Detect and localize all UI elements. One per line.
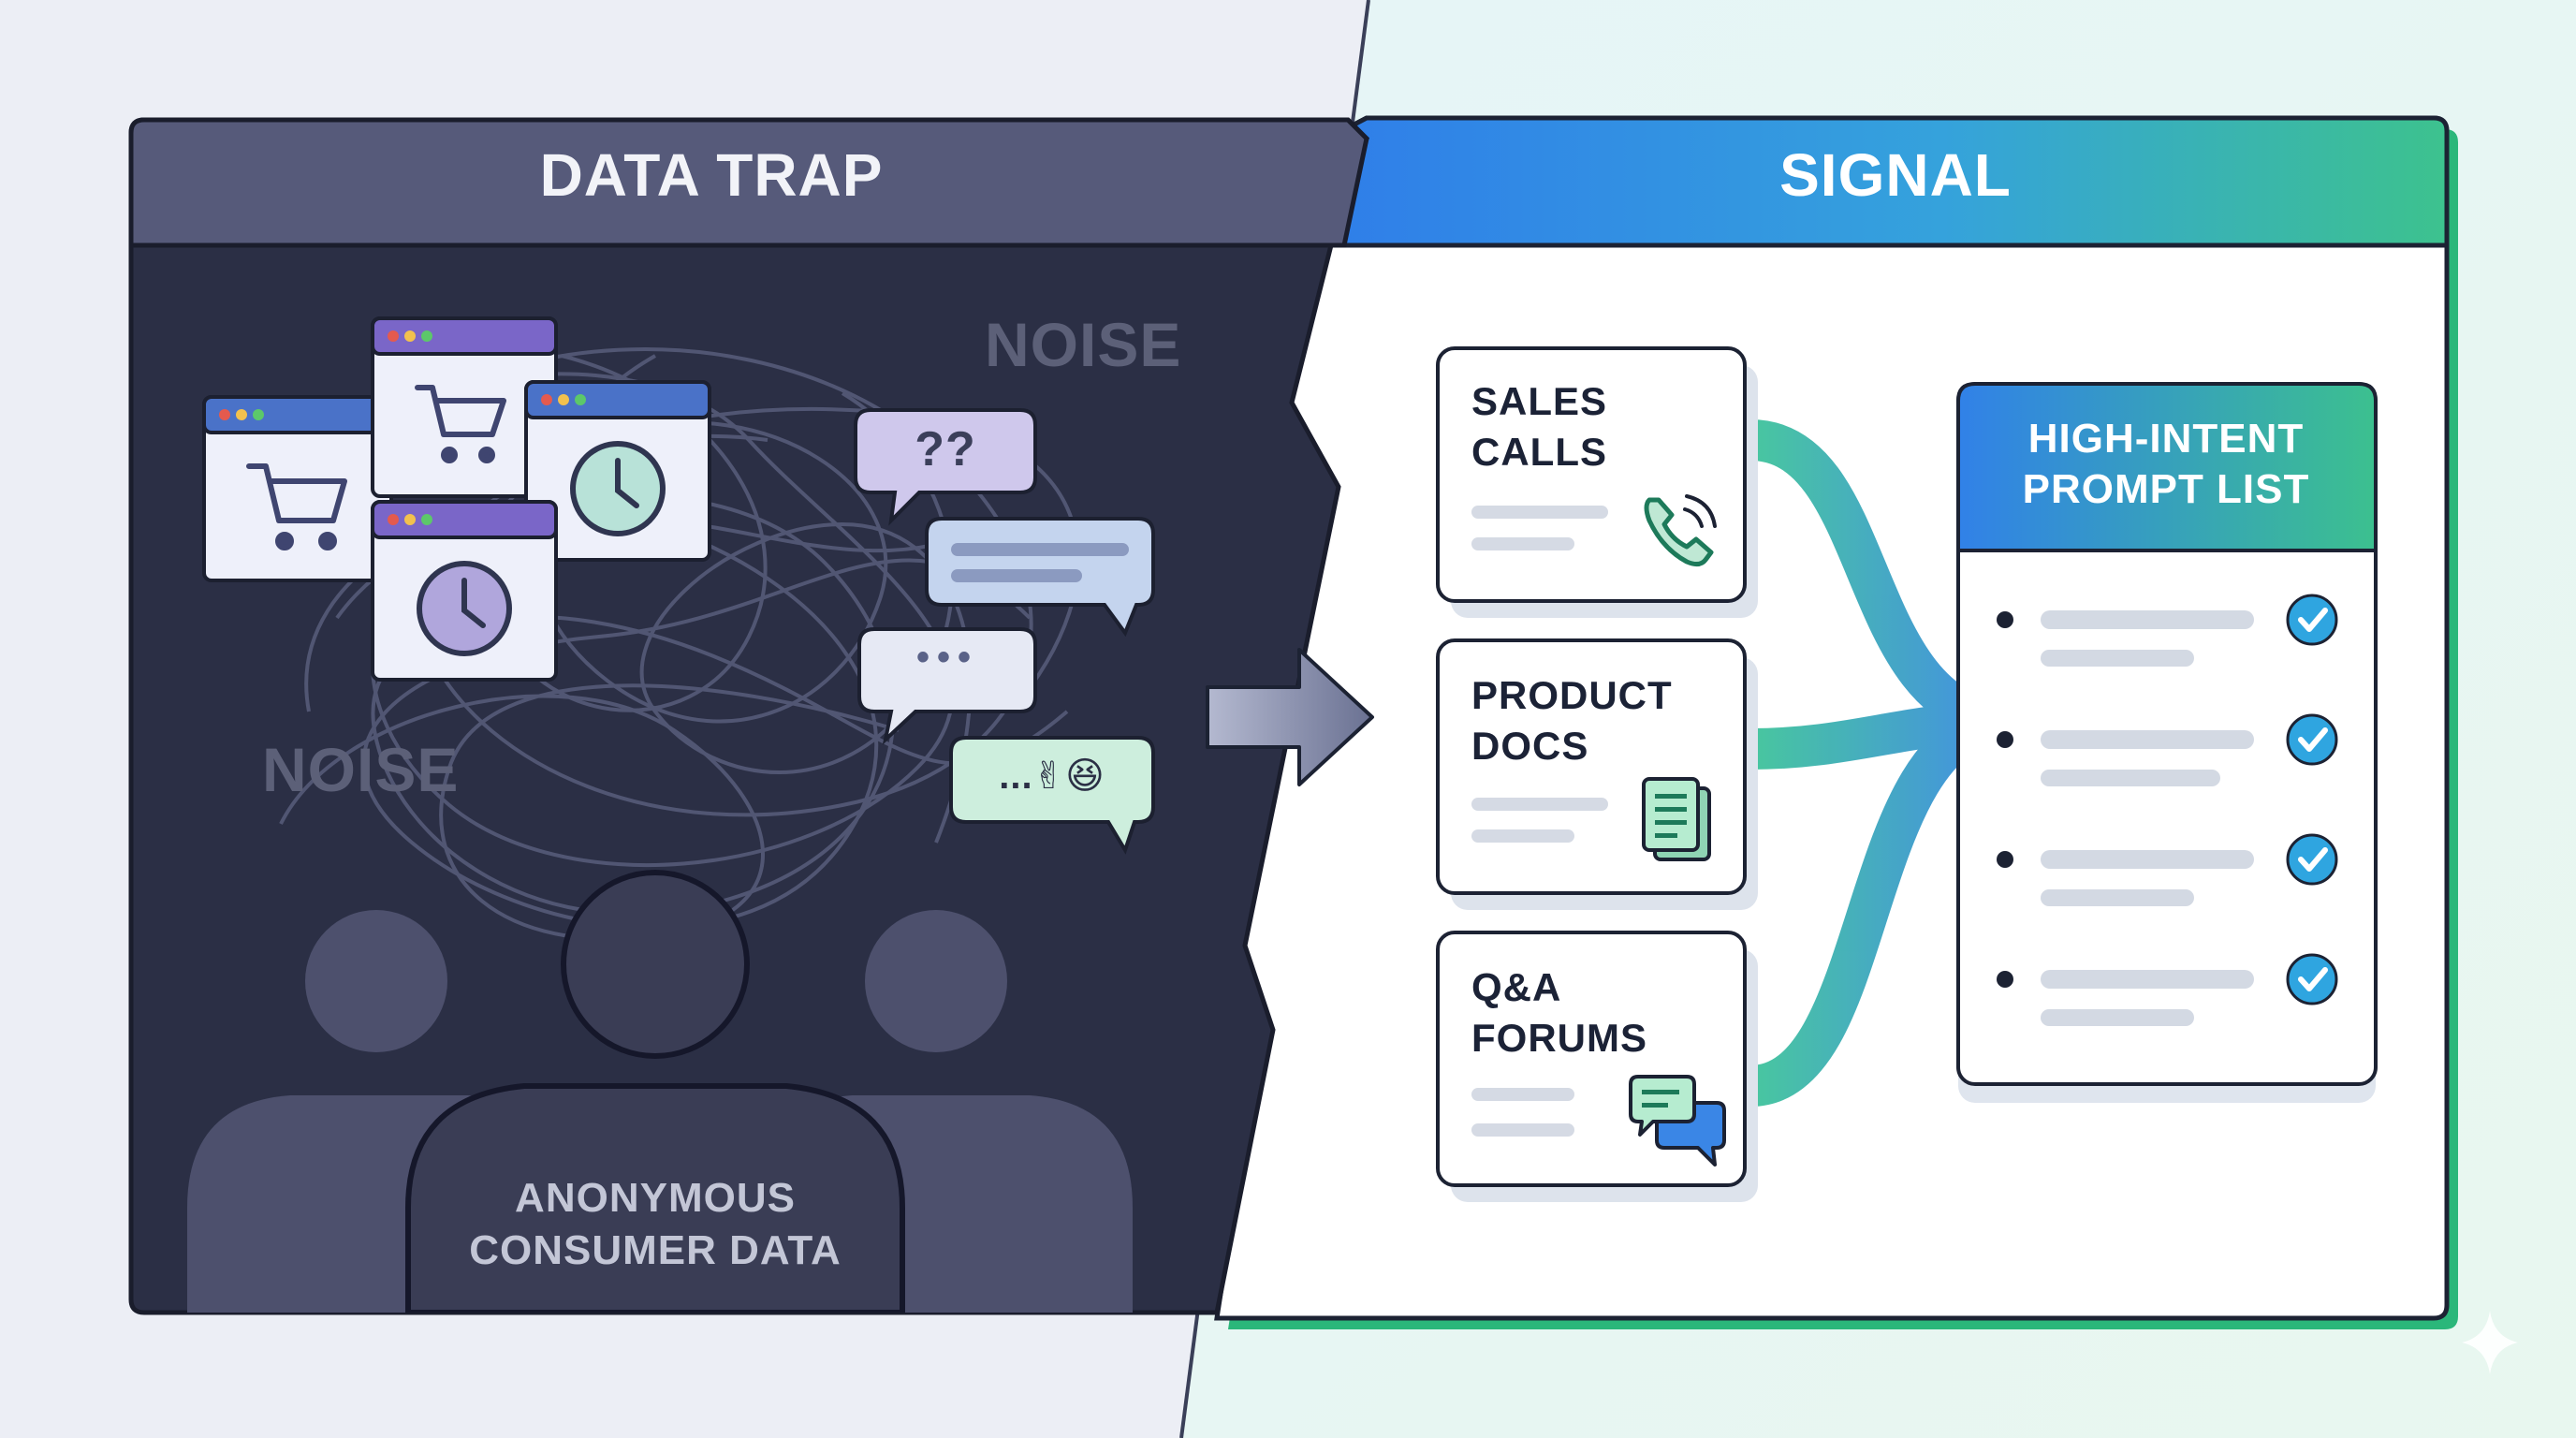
chat-bubble-icon: [925, 517, 1155, 638]
phone-icon: [1644, 494, 1717, 567]
browser-window-cart-2: [371, 316, 558, 498]
list-item: [1997, 833, 2338, 906]
clock-icon: [417, 561, 512, 656]
person-silhouette-icon: [405, 870, 905, 1313]
shopping-cart-icon: [415, 385, 506, 463]
signal-header: [1324, 115, 2450, 248]
list-item: [1997, 713, 2338, 786]
chat-icon: [1629, 1075, 1726, 1167]
bubble-question: [854, 408, 1037, 526]
shopping-cart-icon: [246, 463, 347, 550]
clock-icon: [570, 441, 666, 536]
prompt-list-rows: [1997, 594, 2338, 1026]
browser-window-cart: [202, 395, 393, 582]
list-item: [1997, 594, 2338, 667]
card-sales-calls: [1436, 346, 1758, 618]
card-product-docs: [1436, 638, 1758, 910]
data-trap-header: [128, 117, 1369, 248]
flow-arrow: [1206, 648, 1374, 786]
bubble-dots: [857, 627, 1037, 745]
prompt-list-card: [1956, 382, 2378, 1103]
list-item: [1997, 953, 2338, 1026]
data-trap-panel: [128, 117, 1370, 1315]
sparkle-icon: [2462, 1311, 2518, 1374]
bubble-emoji: [949, 736, 1155, 855]
document-icon: [1642, 777, 1711, 861]
